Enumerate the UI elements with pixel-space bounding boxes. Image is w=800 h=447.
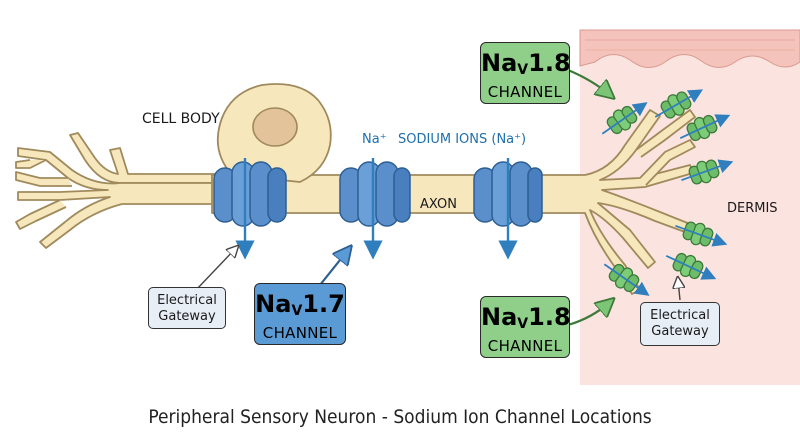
na-plus-label: Na⁺ bbox=[362, 132, 387, 147]
axon-label: AXON bbox=[420, 197, 457, 212]
gateway-right-line2: Gateway bbox=[651, 324, 709, 339]
nav17-type: CHANNEL bbox=[262, 324, 338, 342]
sodium-ions-label: SODIUM IONS (Na⁺) bbox=[398, 132, 527, 147]
nav18-top-title: NaV1.8 bbox=[481, 49, 571, 78]
nav18-top-callout: NaV1.8 CHANNEL bbox=[480, 42, 571, 104]
pointer-arrows bbox=[195, 68, 680, 327]
nav17-title: NaV1.7 bbox=[255, 290, 345, 319]
nucleus bbox=[252, 107, 298, 147]
cell-body-label: CELL BODY bbox=[142, 111, 220, 127]
gateway-left-line2: Gateway bbox=[158, 309, 216, 324]
nav17-channel-1 bbox=[213, 158, 287, 260]
electrical-gateway-left: Electrical Gateway bbox=[148, 287, 226, 329]
nav18-bottom-type: CHANNEL bbox=[487, 337, 563, 355]
gateway-left-line1: Electrical bbox=[157, 293, 217, 308]
nav17-callout: NaV1.7 CHANNEL bbox=[254, 283, 346, 345]
electrical-gateway-right: Electrical Gateway bbox=[640, 302, 720, 346]
nav17-channel-3 bbox=[473, 158, 543, 260]
nav18-bottom-callout: NaV1.8 CHANNEL bbox=[480, 296, 571, 358]
nav17-channel-2 bbox=[339, 158, 411, 260]
nav18-bottom-title: NaV1.8 bbox=[481, 303, 571, 332]
nav18-channels bbox=[601, 89, 734, 296]
dermis-label: DERMIS bbox=[727, 201, 778, 216]
nav18-top-type: CHANNEL bbox=[487, 83, 563, 101]
gateway-right-line1: Electrical bbox=[650, 308, 710, 323]
caption: Peripheral Sensory Neuron - Sodium Ion C… bbox=[148, 406, 652, 428]
